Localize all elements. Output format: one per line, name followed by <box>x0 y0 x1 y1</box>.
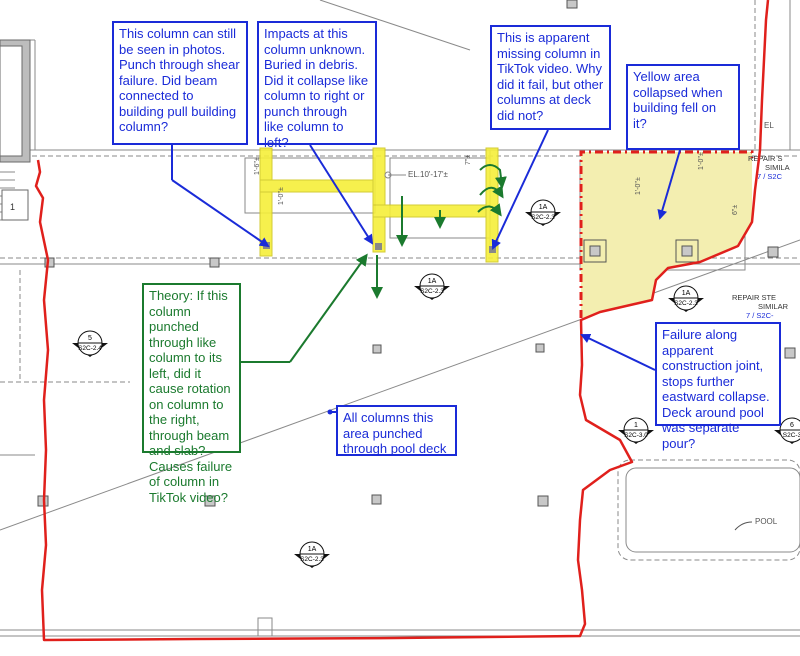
section-marker-id: 1A <box>308 546 317 553</box>
dim-label: 1'-0"± <box>698 152 705 170</box>
highlight-beam-right <box>372 204 497 218</box>
highlight-column-middle <box>372 147 386 253</box>
column <box>535 343 545 353</box>
section-marker-ref: S2C-2.3 <box>674 300 698 307</box>
leader-arrow <box>491 129 549 250</box>
repair-label: SIMILAR <box>758 302 789 311</box>
pool-leader <box>734 521 753 531</box>
section-marker-ref: S2C-2.3 <box>531 214 555 221</box>
column <box>372 344 382 354</box>
dimension-labels: 1'-6"± 1'-0"± 7"± 1'-0"± 1'-0"± 6"± <box>254 152 739 215</box>
leader-arrow <box>580 333 656 371</box>
section-marker-id: 6 <box>790 422 794 429</box>
repair-labels: REPAIR S SIMILA 7 / S2C REPAIR STE SIMIL… <box>732 154 790 320</box>
section-marker-id: 1 <box>634 422 638 429</box>
stair-number: 1 <box>10 202 15 212</box>
rotation-arrow <box>479 185 504 199</box>
note-theory: Theory: If this column punched through l… <box>142 283 241 505</box>
column <box>681 245 693 257</box>
dim-label: 6"± <box>732 205 739 215</box>
section-marker-id: 1A <box>539 204 548 211</box>
highlight-column-left <box>259 147 273 257</box>
column <box>371 494 382 505</box>
diagonal-line <box>319 0 471 51</box>
note-failure-joint: Failure along apparent construction join… <box>655 322 781 451</box>
section-marker-id: 5 <box>88 335 92 342</box>
column-footing <box>583 239 607 263</box>
green-leaders <box>240 164 507 363</box>
repair-label: 7 / S2C <box>757 172 783 181</box>
section-marker: 1A S2C-2.3 <box>294 541 330 568</box>
elevation-label: EL.10'-17'± <box>408 170 449 179</box>
building-wall-inner <box>0 45 23 157</box>
note-all-columns: All columns this area punched through po… <box>336 405 457 456</box>
section-marker-ref: S2C-3 <box>783 432 800 439</box>
diagonal-line <box>0 239 800 531</box>
collapse-boundary-outline <box>34 0 770 642</box>
section-marker: 1A S2C-2.3 <box>414 273 450 300</box>
equipment-box <box>257 617 273 637</box>
column <box>209 257 220 268</box>
repair-label: REPAIR STE <box>732 293 776 302</box>
column <box>566 0 578 9</box>
theory-leader <box>289 253 368 363</box>
stair-box <box>1 189 29 221</box>
column <box>784 347 796 359</box>
column-middle <box>375 243 382 250</box>
repair-label: SIMILA <box>765 163 790 172</box>
section-marker: 1A S2C-2.3 <box>668 285 704 312</box>
rotation-arrow <box>477 203 502 217</box>
note-tiktok-column: This is apparent missing column in TikTo… <box>490 25 611 130</box>
section-marker-ref: S2C-3.0 <box>624 432 648 439</box>
pool-label: POOL <box>755 517 778 526</box>
blue-leaders <box>171 129 681 413</box>
pool-outline <box>625 467 800 553</box>
dim-label: 1'-6"± <box>254 157 261 175</box>
leader-dot <box>327 409 333 415</box>
section-marker-ref: S2C-2.3 <box>300 556 324 563</box>
section-marker-ref: S2C-2.4 <box>78 345 102 352</box>
leader-arrow <box>309 144 374 245</box>
rotation-arrow <box>479 164 507 189</box>
leader-arrow <box>171 179 270 248</box>
column <box>537 495 549 507</box>
dim-label: 1'-0"± <box>278 187 285 205</box>
section-marker-id: 1A <box>682 290 691 297</box>
pool-outline <box>617 459 800 561</box>
section-marker-id: 1A <box>428 278 437 285</box>
repair-label: REPAIR S <box>748 154 782 163</box>
collapse-area <box>581 152 752 318</box>
column-footing <box>675 239 699 263</box>
note-column-unknown: Impacts at this column unknown. Buried i… <box>257 21 377 150</box>
column <box>767 246 779 258</box>
note-column-left: This column can still be seen in photos.… <box>112 21 248 145</box>
column <box>204 495 216 507</box>
repair-label: 7 / S2C- <box>746 311 774 320</box>
column <box>589 245 601 257</box>
section-marker-ref: S2C-2.3 <box>420 288 444 295</box>
section-marker: 1A S2C-2.3 <box>525 199 561 226</box>
column <box>44 257 55 268</box>
elevation-marker <box>384 171 392 179</box>
dim-label: 7"± <box>465 155 472 165</box>
elevation-label-partial: EL <box>764 121 774 130</box>
dim-label: 1'-0"± <box>635 177 642 195</box>
note-yellow-area: Yellow area collapsed when building fell… <box>626 64 740 150</box>
leader-arrow <box>657 149 681 220</box>
